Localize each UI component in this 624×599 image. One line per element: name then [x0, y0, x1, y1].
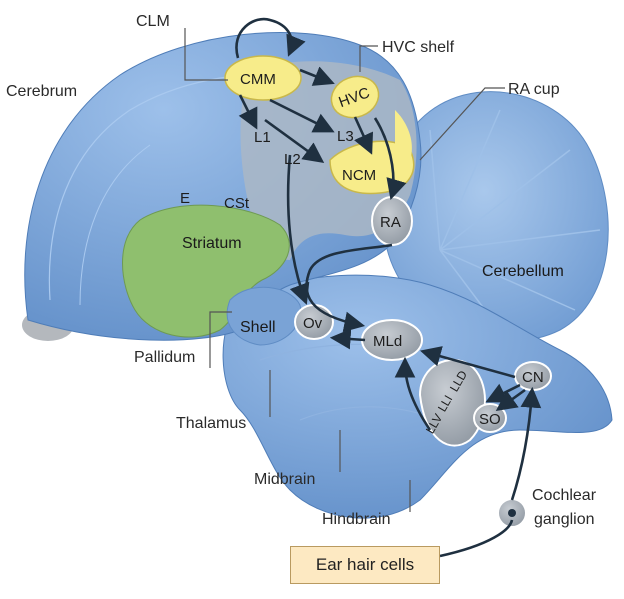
cmm-region	[224, 55, 302, 101]
l-field-yellow	[395, 110, 412, 160]
mld-label: MLd	[373, 333, 402, 350]
midbrain-label: Midbrain	[254, 471, 315, 488]
hvc-region	[330, 75, 380, 119]
ov-label: Ov	[303, 315, 323, 332]
e-label: E	[180, 190, 190, 207]
ra-label: RA	[380, 214, 401, 231]
l1-label: L1	[254, 129, 271, 146]
ncm-label: NCM	[342, 167, 376, 184]
cn-label: CN	[522, 369, 544, 386]
cochlear-ganglion-label-line2: ganglion	[534, 511, 595, 528]
auditory-pathways	[235, 17, 542, 558]
cerebrum-label: Cerebrum	[6, 83, 77, 100]
shell-label: Shell	[240, 319, 276, 336]
l2-label: L2	[284, 151, 301, 168]
l3-label: L3	[337, 128, 354, 145]
clm-label: CLM	[136, 13, 170, 30]
ra-cup-label: RA cup	[508, 81, 560, 98]
cerebellum-label: Cerebellum	[482, 263, 564, 280]
hindbrain-label: Hindbrain	[322, 511, 390, 528]
ear-hair-cells-box: Ear hair cells	[290, 546, 440, 584]
cst-label: CSt	[224, 195, 250, 212]
leader-lines	[184, 28, 505, 512]
cochlear-ganglion-label-line1: Cochlear	[532, 487, 597, 504]
ear-hair-cells-label: Ear hair cells	[315, 555, 415, 574]
cmm-label: CMM	[240, 71, 276, 88]
hvc-shelf-label: HVC shelf	[382, 39, 455, 56]
so-label: SO	[479, 411, 501, 428]
cochlear-ganglion-dot	[508, 509, 516, 517]
pallidum-label: Pallidum	[134, 349, 195, 366]
shell-region	[226, 286, 302, 346]
striatum-label: Striatum	[182, 235, 242, 252]
thalamus-label: Thalamus	[176, 415, 246, 432]
auditory-forebrain-field	[240, 61, 417, 260]
